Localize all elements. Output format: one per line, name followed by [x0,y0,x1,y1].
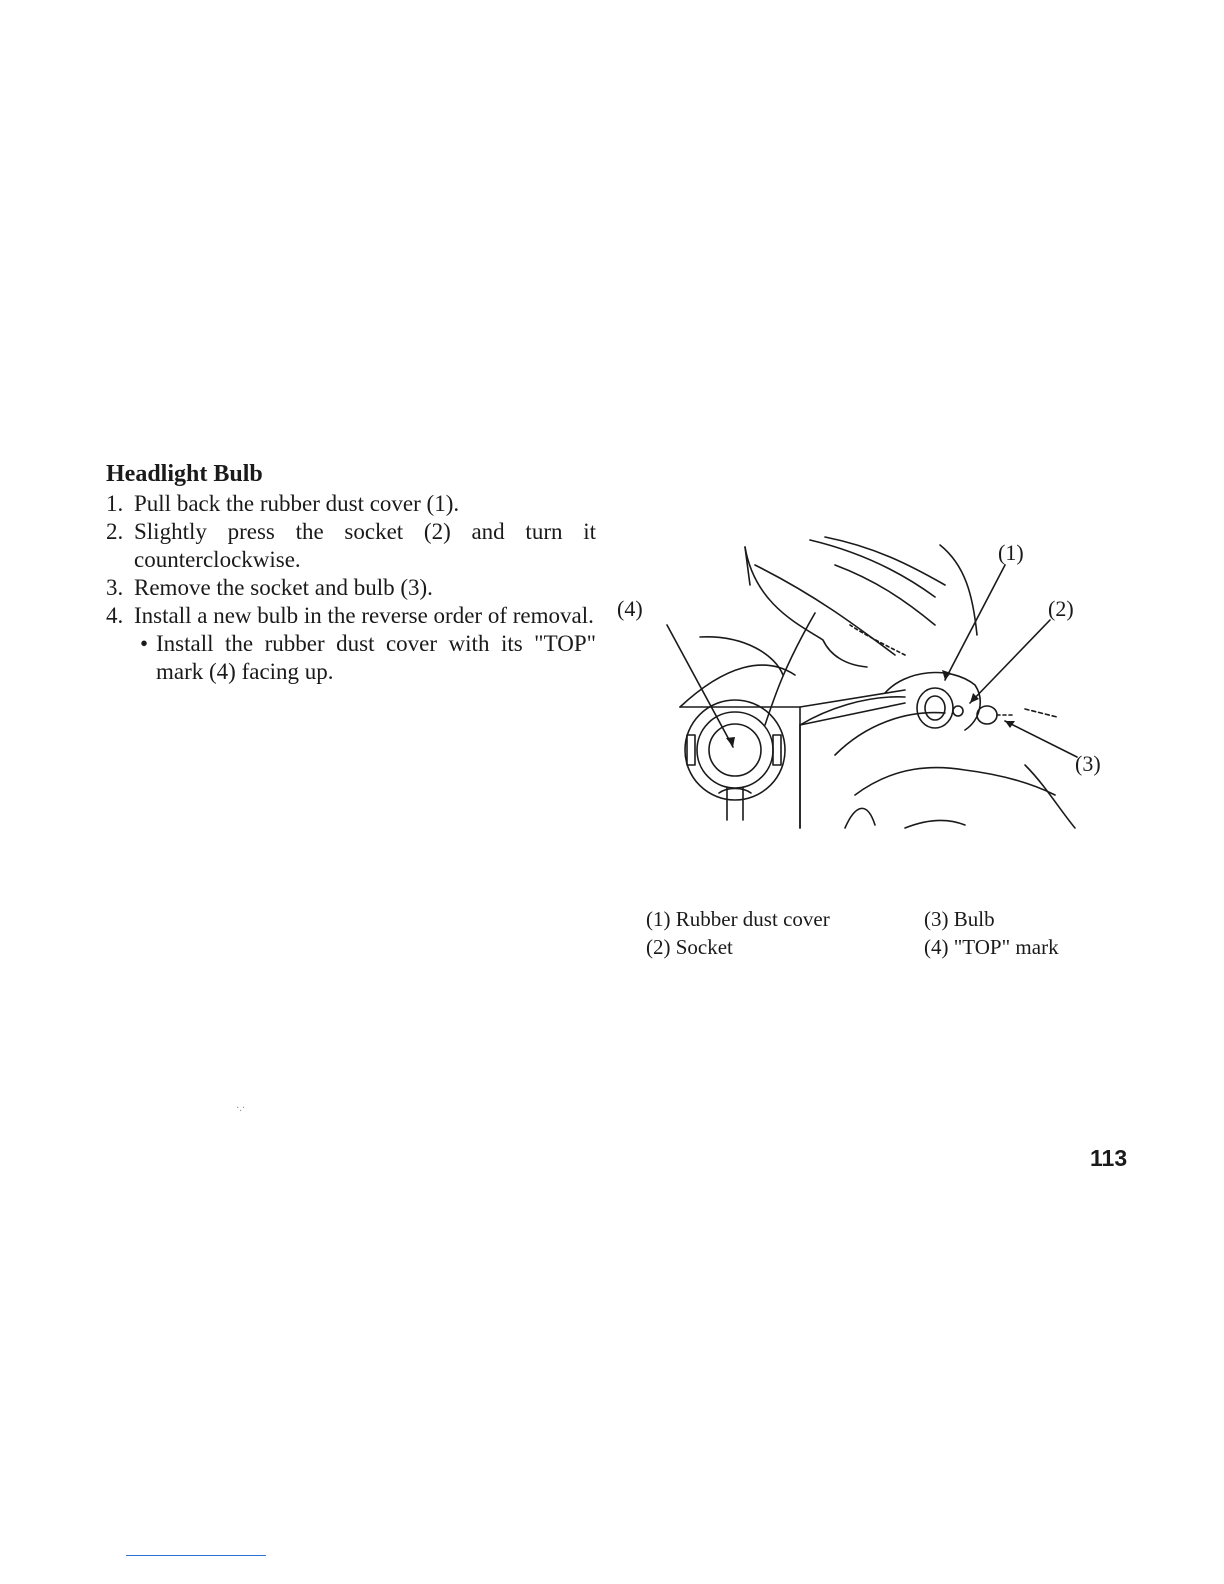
step-text: Install a new bulb in the reverse order … [134,603,594,628]
callout-4: (4) [617,596,643,621]
section-heading: Headlight Bulb [106,461,263,487]
step-text: Remove the socket and bulb (3). [134,575,433,600]
step-text: Slightly press the socket (2) and turn i… [134,519,596,572]
legend-item-3: (3) Bulb [924,907,995,931]
step-number: 2. [106,519,124,544]
footer-rule [126,1555,266,1556]
headlight-line-drawing [666,536,1078,829]
step-3: 3. Remove the socket and bulb (3). [106,574,596,602]
headlight-illustration: (1) (2) (3) (4) [605,525,1125,835]
callout-3: (3) [1075,751,1101,776]
headlight-bulb-section: Headlight Bulb 1. Pull back the rubber d… [106,460,596,686]
step-text: Pull back the rubber dust cover (1). [134,491,460,516]
step-number: 3. [106,575,124,600]
step-number: 1. [106,491,124,516]
stray-mark: ·.· [236,1103,246,1114]
legend-item-4: (4) "TOP" mark [924,935,1059,959]
substep-text: Install the rubber dust cover with its "… [156,631,596,684]
step-1: 1. Pull back the rubber dust cover (1). [106,490,596,518]
step-4: 4. Install a new bulb in the reverse ord… [106,602,596,630]
callout-2: (2) [1048,596,1074,621]
bullet-icon: • [140,631,149,656]
step-2: 2. Slightly press the socket (2) and tur… [106,518,596,574]
legend-item-2: (2) Socket [646,935,733,959]
callout-1: (1) [998,540,1024,565]
substep-dust-cover: • Install the rubber dust cover with its… [106,630,596,686]
page-number: 113 [1090,1145,1128,1171]
step-number: 4. [106,603,124,628]
legend-item-1: (1) Rubber dust cover [646,907,830,931]
steps-list: 1. Pull back the rubber dust cover (1). … [106,490,596,630]
